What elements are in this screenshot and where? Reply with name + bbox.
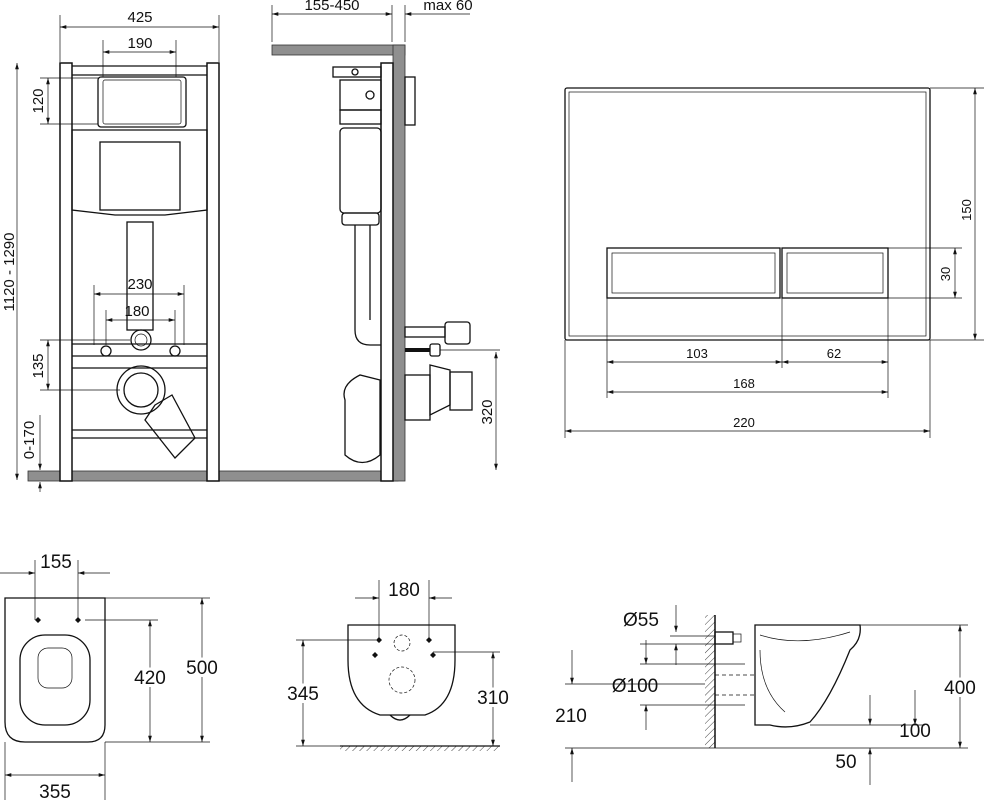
dim-buttons-total: 168 — [733, 376, 755, 391]
dim-height-left: 345 — [287, 684, 319, 705]
cistern — [71, 129, 208, 216]
dim-floor-adjust: 0-170 — [21, 421, 38, 459]
bowl-front-view: 180 345 310 — [284, 580, 512, 751]
dim-height-right: 310 — [477, 688, 509, 709]
dim-bowl-height: 400 — [944, 678, 976, 699]
dim-frame-height: 1120 - 1290 — [1, 233, 18, 312]
cistern-side — [339, 127, 382, 214]
dim-offset-100: 100 — [899, 721, 931, 742]
dim-plate-height: 150 — [959, 199, 974, 221]
dim-offset-50: 50 — [835, 752, 856, 773]
dim-button-height: 30 — [938, 267, 953, 281]
dim-inlet-diameter: Ø55 — [623, 610, 659, 631]
flush-opening — [97, 76, 187, 128]
frame-upright-side — [380, 62, 394, 482]
ceiling-ledge — [271, 44, 406, 56]
frame-upright-left — [59, 62, 73, 482]
dim-hole-spacing-top: 155 — [40, 552, 72, 573]
flush-plate: 150 30 103 62 168 220 — [564, 87, 984, 438]
frame-upright-right — [206, 62, 220, 482]
dim-button-area-width: 190 — [127, 35, 152, 52]
dim-stud-spacing-outer: 230 — [127, 276, 152, 293]
bowl-outline-front — [347, 624, 456, 716]
dim-right-button: 62 — [827, 346, 841, 361]
dim-hole-spacing-front: 180 — [388, 580, 420, 601]
dim-frame-width: 425 — [127, 9, 152, 26]
bowl-top-view: 155 420 500 355 — [0, 552, 221, 800]
dim-stud-spacing-inner: 180 — [124, 303, 149, 320]
dim-outlet-diameter: Ø100 — [612, 676, 658, 697]
frame-front-view: 425 190 1120 - 1290 120 230 180 135 0-17… — [1, 9, 399, 492]
frame-side-view: 155-450 max 60 320 — [271, 0, 500, 482]
wall — [392, 44, 406, 482]
bowl-outline-side — [754, 624, 861, 728]
dim-bowl-length: 500 — [186, 658, 218, 679]
dim-outlet-height: 210 — [555, 706, 587, 727]
plate-outline — [564, 87, 931, 341]
dim-left-button: 103 — [686, 346, 708, 361]
bowl-outline-top — [4, 597, 106, 743]
dim-plate-width: 220 — [733, 415, 755, 430]
dim-depth-range: 155-450 — [304, 0, 359, 14]
flush-button-large[interactable] — [606, 247, 781, 299]
dim-max-wall: max 60 — [423, 0, 472, 14]
bowl-side-view: Ø55 Ø100 210 400 100 50 — [555, 605, 979, 785]
flush-button-small[interactable] — [781, 247, 889, 299]
dim-button-height: 120 — [30, 88, 47, 113]
dim-drain-offset: 135 — [30, 353, 47, 378]
trap — [343, 374, 381, 464]
wall-hatch — [705, 615, 715, 748]
dim-drain-height: 320 — [479, 399, 496, 424]
dim-bowl-width: 355 — [39, 782, 71, 800]
dim-hole-depth: 420 — [134, 668, 166, 689]
